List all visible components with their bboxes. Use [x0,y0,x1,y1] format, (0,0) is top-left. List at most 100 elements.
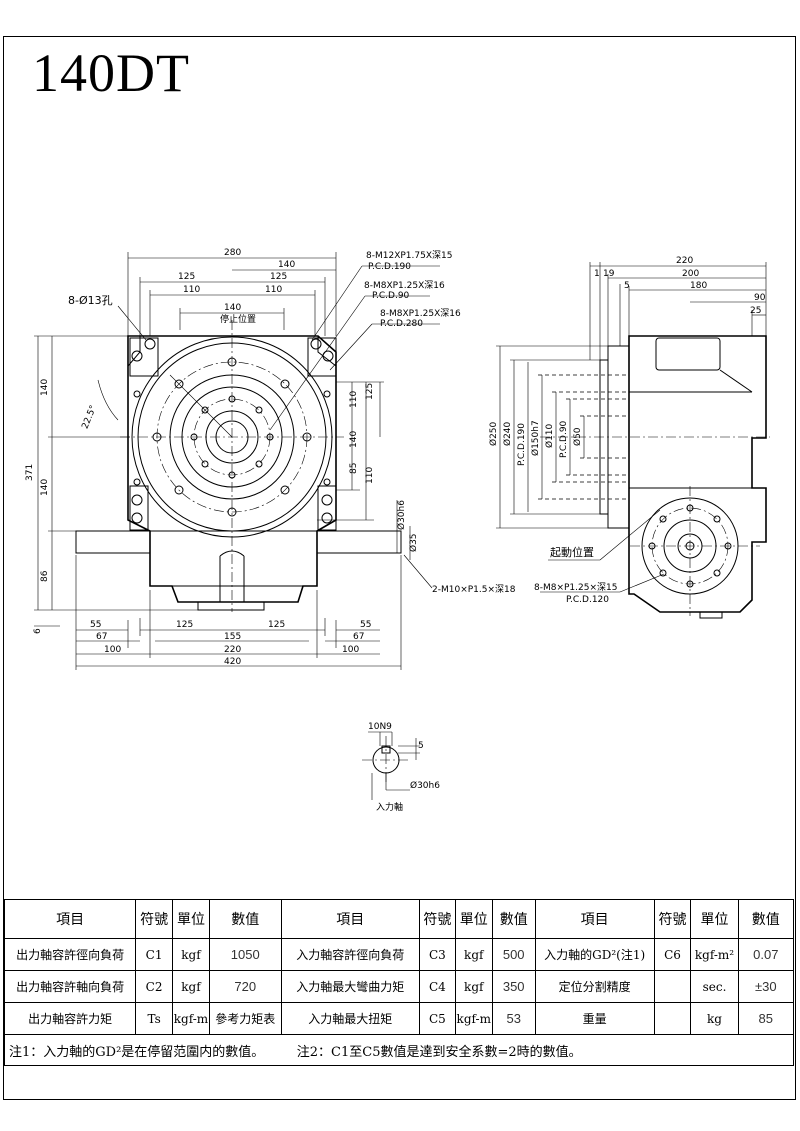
front-leader-notes: 8-M12XP1.75X深15 P.C.D.190 8-M8XP1.25X深16… [269,250,516,595]
shaft-dia-label: Ø30h6 [410,780,440,791]
table-cell: C1 [135,938,174,971]
table-cell: 入力軸的GD²(注1) [534,938,655,971]
table-cell: Ts [135,1002,174,1035]
table-cell: C3 [418,938,456,971]
table-cell: kg [690,1002,739,1035]
dim-angle: 22.5° [81,404,99,431]
front-lower-block [149,530,318,587]
dim-phi110: Ø110 [544,423,555,448]
table-cell: kgf-m² [690,938,739,971]
dim-220-side: 220 [676,256,693,266]
dim-19-side: 19 [603,269,615,279]
header-value: 數值 [737,899,795,939]
dim-r110b: 110 [365,467,375,484]
header-item: 項目 [534,899,655,939]
dim-pcd90-side: P.C.D.90 [559,420,569,458]
front-input-shaft-right [316,530,402,554]
table-cell: 720 [208,970,282,1003]
side-view: 220 200 180 90 25 1 19 5 [488,256,770,619]
table-cell [653,1002,692,1035]
spec-row: 出力軸容許軸向負荷 C2 kgf 720 入力軸最大彎曲力矩 C4 kgf 35… [3,970,795,1003]
dim-r125: 125 [365,383,375,400]
table-cell: sec. [690,970,739,1003]
front-input-shaft-left [75,530,151,554]
dim-110-left: 110 [183,285,200,295]
dim-200-side: 200 [682,269,699,279]
table-cell: 出力軸容許軸向負荷 [3,970,137,1003]
table-cell: C4 [418,970,456,1003]
side-housing-outline [628,335,767,613]
note-m12-tap: 8-M12XP1.75X深15 [366,250,452,261]
note-m8-tap-a: 8-M8XP1.25X深16 [364,280,445,291]
front-dims-top: 280 140 125 125 110 110 140 停止位置 8-Ø13孔 [68,248,337,341]
drawing-frame [3,36,796,1100]
table-cell: 入力軸容許徑向負荷 [280,938,420,971]
front-view: 280 140 125 125 110 110 140 停止位置 8-Ø13孔 … [25,248,516,670]
header-symbol: 符號 [135,899,174,939]
front-dims-bottom: 55 55 67 67 125 125 155 100 100 220 420 [75,555,402,670]
note-pcd190: P.C.D.190 [368,262,411,272]
table-cell: C2 [135,970,174,1003]
note-pcd280: P.C.D.280 [380,319,423,329]
note-pcd90: P.C.D.90 [372,291,410,301]
dim-140-top: 140 [278,260,295,270]
dim-125-bottom-left: 125 [176,620,193,630]
table-cell [653,970,692,1003]
model-title: 140DT [32,43,190,103]
front-base-pad [197,601,265,611]
header-unit: 單位 [172,899,210,939]
dim-140-lower: 140 [40,479,50,496]
front-output-flange [120,320,344,612]
table-cell: kgf-m [454,1002,493,1035]
table-cell: 參考力矩表 [208,1002,282,1035]
table-cell: kgf [172,938,210,971]
header-symbol: 符號 [653,899,692,939]
technical-drawing: 280 140 125 125 110 110 140 停止位置 8-Ø13孔 … [25,248,770,813]
side-dims-top: 220 200 180 90 25 1 19 5 [589,256,767,360]
table-cell: kgf-m [172,1002,210,1035]
dim-125-left: 125 [178,272,195,282]
dim-55-left: 55 [90,620,101,630]
dim-110-right: 110 [265,285,282,295]
table-cell: kgf [454,970,493,1003]
dim-100-left: 100 [104,645,121,655]
spec-header-row: 項目 符號 單位 數值 項目 符號 單位 數值 項目 符號 單位 數值 [3,899,795,939]
dim-280: 280 [224,248,241,258]
dim-371: 371 [25,464,35,481]
spec-row: 出力軸容許力矩 Ts kgf-m 參考力矩表 入力軸最大扭矩 C5 kgf-m … [3,1002,795,1035]
table-cell: C6 [653,938,692,971]
side-tap-pcd: P.C.D.120 [566,595,609,605]
note-m8-tap-b: 8-M8XP1.25X深16 [380,308,461,319]
table-cell: C5 [418,1002,456,1035]
table-cell: 入力軸最大扭矩 [280,1002,420,1035]
header-value: 數值 [491,899,536,939]
dim-180-side: 180 [690,281,707,291]
side-leader-notes: 起動位置 8-M8×P1.25×深15 P.C.D.120 [534,509,665,605]
side-tap-label: 8-M8×P1.25×深15 [534,582,617,593]
shaft-five-label: 5 [418,741,424,751]
table-cell: 500 [491,938,536,971]
dim-phi150: Ø150h7 [530,420,541,456]
dim-6: 6 [33,628,43,634]
dim-67-left: 67 [96,632,107,642]
side-dims-diameters: Ø250 Ø240 P.C.D.190 Ø150h7 Ø110 P.C.D.90… [488,345,629,529]
side-top-window [655,337,721,371]
table-cell: 出力軸容許力矩 [3,1002,137,1035]
dim-220: 220 [224,645,241,655]
input-shaft-label: 入力軸 [376,801,403,813]
dim-420: 420 [224,657,241,667]
table-cell: 重量 [534,1002,655,1035]
table-cell: kgf [454,938,493,971]
spec-table: 項目 符號 單位 數值 項目 符號 單位 數值 項目 符號 單位 數值 出力軸容… [3,899,795,1066]
table-cell: 定位分割精度 [534,970,655,1003]
hole-count-label: 8-Ø13孔 [68,294,113,307]
dim-155: 155 [224,632,241,642]
dim-shaft-35: Ø35 [408,533,419,552]
dim-5-side: 5 [624,281,630,291]
table-cell: 入力軸最大彎曲力矩 [280,970,420,1003]
dim-100-right: 100 [342,645,359,655]
table-cell: 0.07 [737,938,795,971]
table-cell: ±30 [737,970,795,1003]
note-m10-tap: 2-M10×P1.5×深18 [432,584,516,595]
header-value: 數值 [208,899,282,939]
